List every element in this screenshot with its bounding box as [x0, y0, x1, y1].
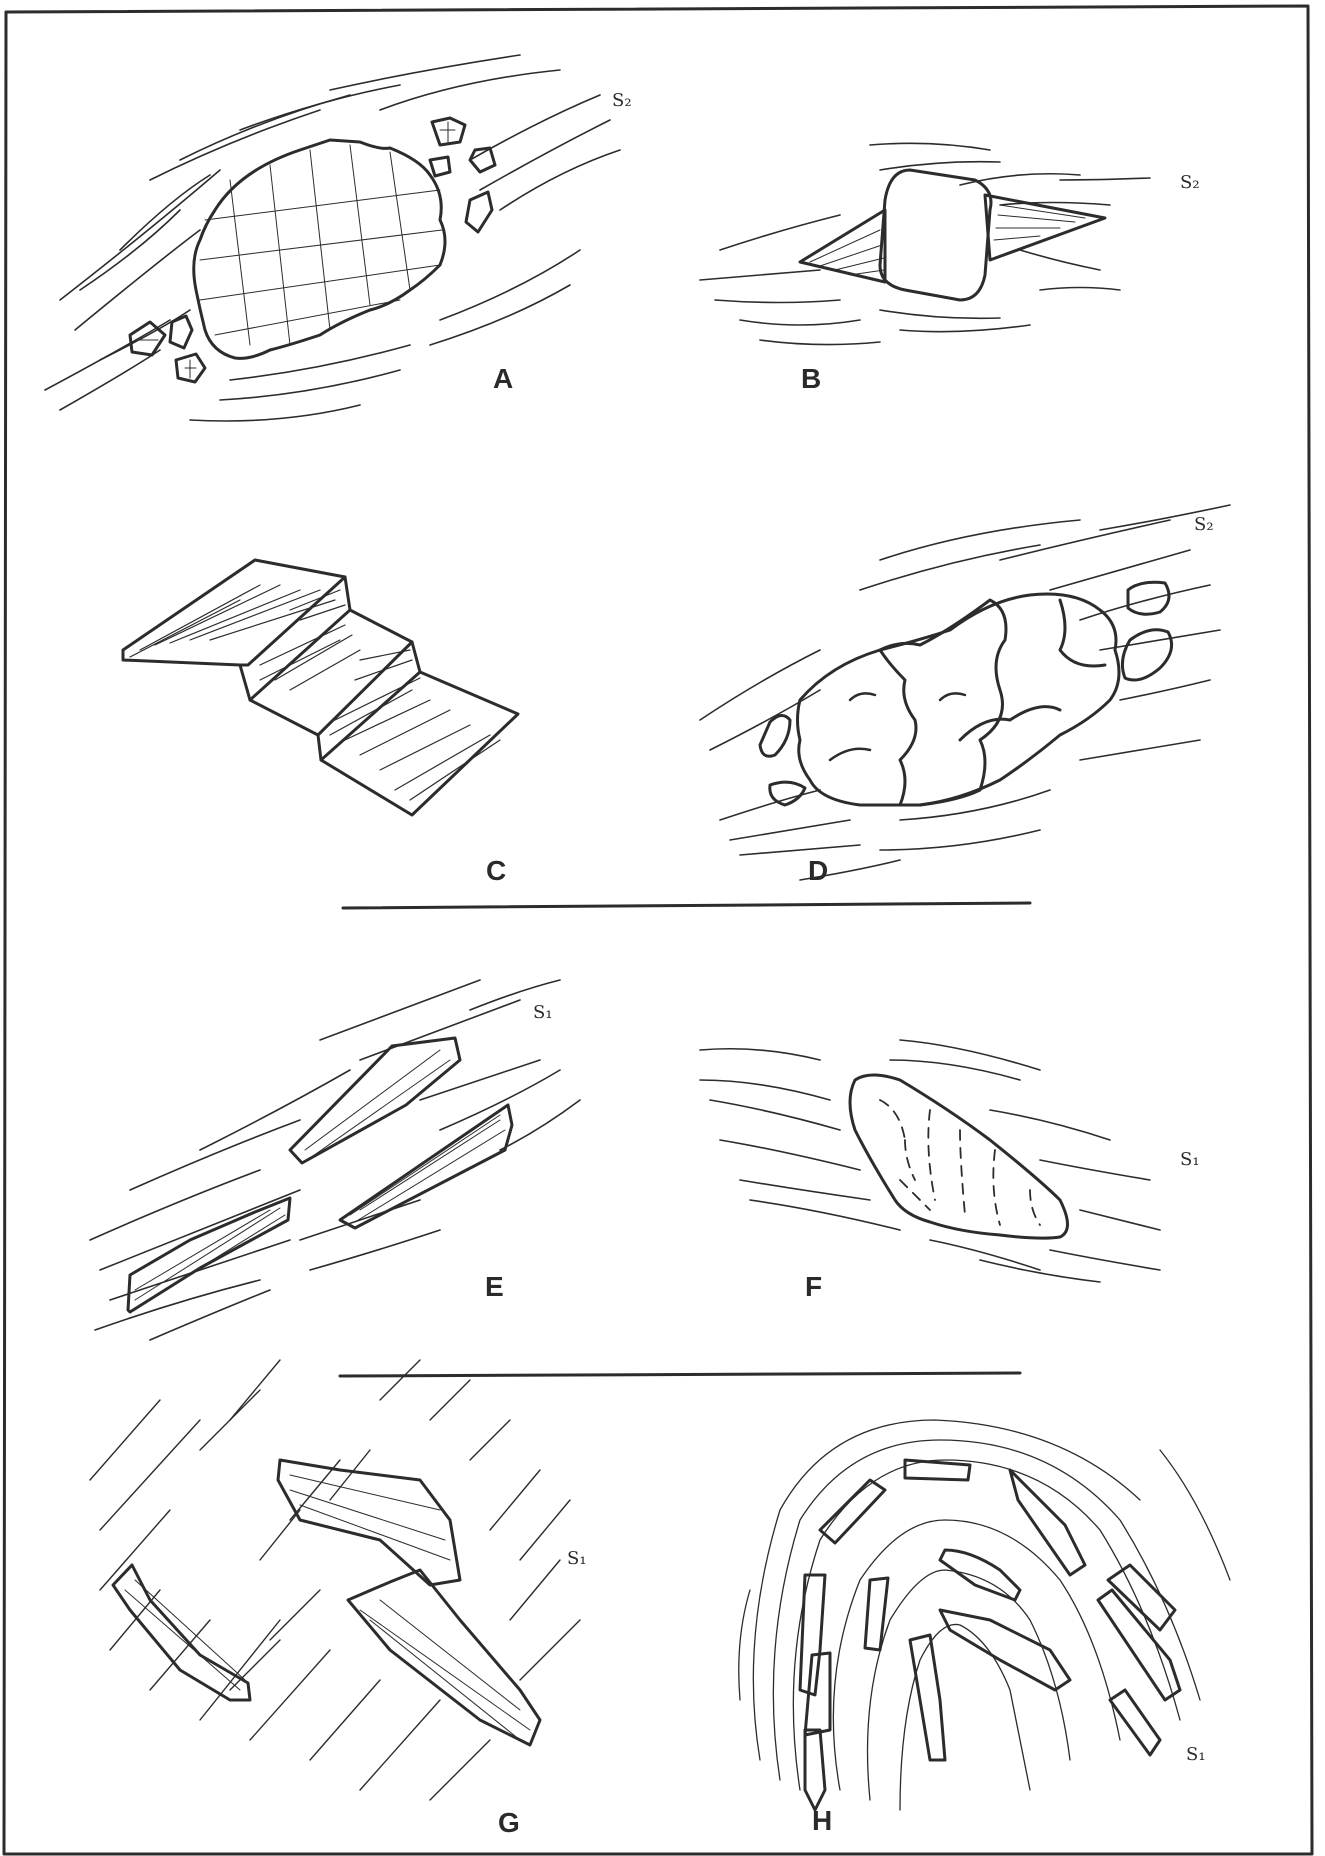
mica-grains — [113, 1460, 540, 1745]
panel-label-e: E — [485, 1271, 504, 1302]
panel-label-g: G — [498, 1807, 520, 1838]
foliation-lines — [90, 980, 580, 1340]
foliation-lines — [700, 505, 1230, 880]
foliation-lines — [45, 55, 620, 421]
foliation-lines — [739, 1420, 1230, 1810]
panel-g: S₁ G — [90, 1360, 587, 1838]
panel-label-a: A — [493, 363, 513, 394]
panel-b: S₂ B — [700, 143, 1200, 394]
fracture — [850, 693, 875, 700]
panel-h: S₁ H — [739, 1420, 1230, 1836]
panel-a: S₂ A — [45, 55, 632, 421]
panel-label-d: D — [808, 855, 828, 886]
folded-mica-grains — [800, 1460, 1180, 1810]
cleavage-grid — [200, 145, 442, 345]
foliation-label-e: S₁ — [533, 1002, 553, 1023]
panel-label-h: H — [812, 1805, 832, 1836]
panel-d: S₂ D — [700, 505, 1230, 886]
crystal-grain — [880, 170, 991, 300]
foliation-label-a: S₂ — [612, 90, 632, 111]
kink-band-boundaries — [240, 577, 420, 760]
fracture — [940, 693, 965, 700]
panel-c: C — [123, 560, 518, 886]
foliation-label-f: S₁ — [1180, 1149, 1200, 1170]
figure-frame — [4, 6, 1312, 1854]
panel-f: S₁ F — [700, 1040, 1200, 1302]
porphyroclast — [194, 140, 445, 358]
foliation-label-h: S₁ — [1186, 1744, 1206, 1765]
fracture — [960, 707, 1060, 740]
foliation-label-g: S₁ — [567, 1548, 587, 1569]
divider-line-1 — [343, 903, 1030, 908]
panel-label-c: C — [486, 855, 506, 886]
clear-area — [880, 600, 1006, 805]
altered-clast — [798, 594, 1120, 805]
foliation-lines — [700, 1040, 1160, 1282]
foliation-label-d: S₂ — [1194, 514, 1214, 535]
cleavage-traces — [130, 585, 500, 800]
panel-label-b: B — [801, 363, 821, 394]
fracture — [830, 749, 870, 760]
divider-line-2 — [340, 1373, 1020, 1376]
panel-label-f: F — [805, 1271, 822, 1302]
panel-e: S₁ E — [90, 980, 580, 1340]
mica-cleavage — [125, 1475, 530, 1740]
mica-fish — [128, 1038, 512, 1312]
foliation-label-b: S₂ — [1180, 172, 1200, 193]
